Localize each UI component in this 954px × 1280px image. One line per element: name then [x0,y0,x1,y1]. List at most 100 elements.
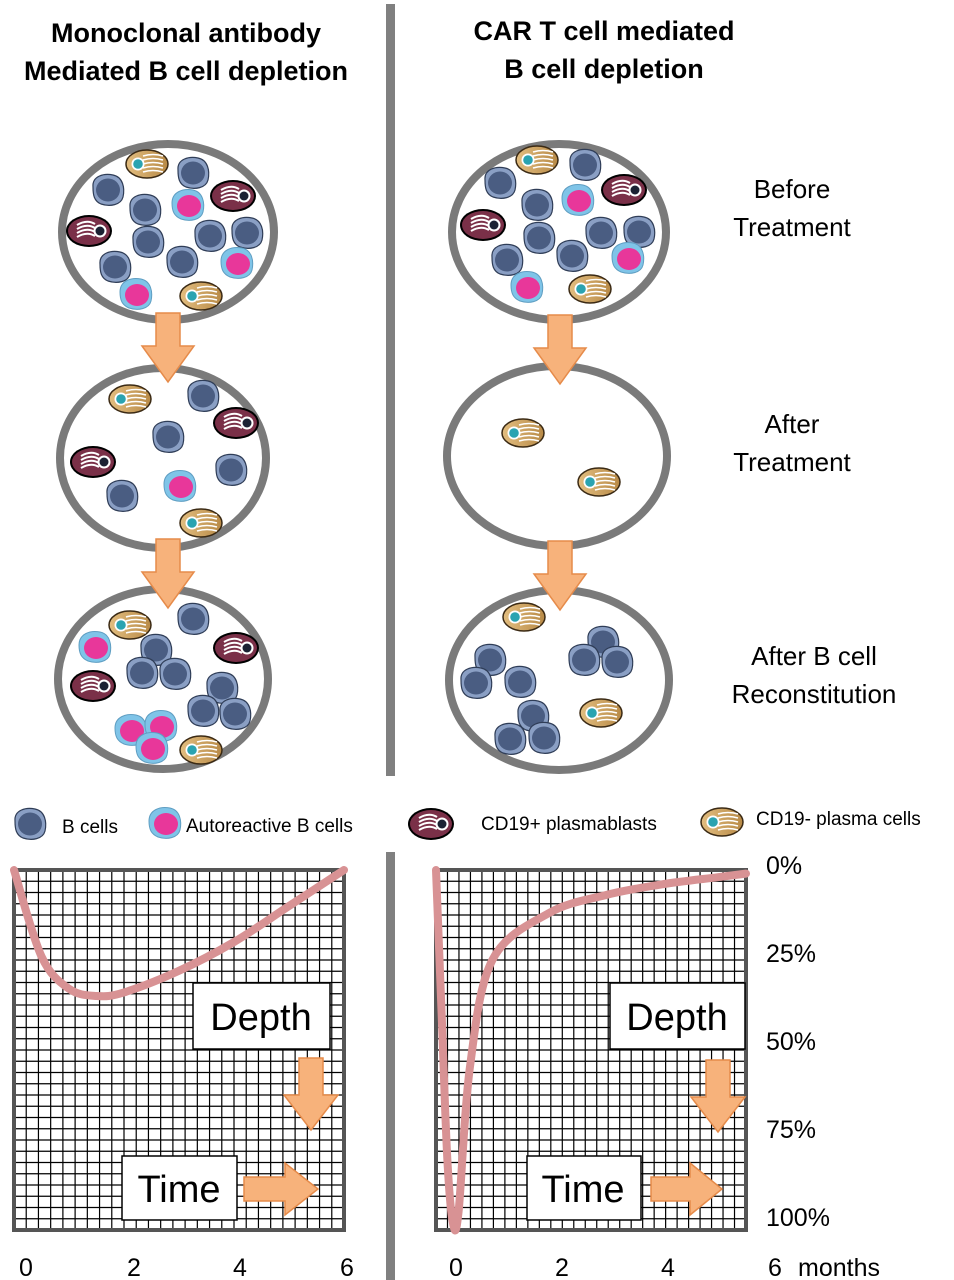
b-cell-icon [92,173,125,206]
x-tick-left: 2 [127,1254,141,1280]
y-tick: 50% [766,1028,816,1056]
b-cell-icon [231,216,264,249]
autoreactive-b-cell-icon [163,470,197,502]
x-axis-unit: months [798,1254,880,1280]
chart-right-labels: Depth Time [526,982,747,1221]
depth-label-box [192,982,331,1050]
time-label-box [121,1155,238,1221]
stage-label-before-line2: Treatment [733,212,851,242]
y-tick: 25% [766,940,816,968]
b-cell-icon [177,602,210,635]
b-cell-icon [129,193,162,226]
b-cell-icon [132,225,165,258]
x-tick-right: 6 [768,1254,782,1280]
b-cell-icon [14,807,47,840]
y-tick: 75% [766,1116,816,1144]
b-cell-icon [166,245,199,278]
b-cell-icon [187,379,220,412]
plasma-cell-icon [179,281,223,311]
arrow-down-icon [140,312,196,384]
b-cell-icon [215,453,248,486]
plasma-cell-icon [179,735,223,765]
autoreactive-b-cell-icon [78,631,112,663]
stage-label-after-line1: After [765,409,820,439]
time-label: Time [541,1169,624,1211]
b-cell-icon [569,148,602,181]
arrow-down-icon [140,538,196,610]
plasma-cell-icon [179,508,223,538]
plasma-cell-icon [568,274,612,304]
x-tick-left: 0 [19,1254,33,1280]
b-cell-icon [187,694,220,727]
depth-label: Depth [210,997,311,1039]
b-cell-icon [523,221,556,254]
plasma-cell-icon [108,610,152,640]
b-cell-icon [521,188,554,221]
time-label: Time [137,1169,220,1211]
b-cell-icon [177,156,210,189]
plasma-cell-icon [502,602,546,632]
cell-layer [66,145,656,765]
b-cell-icon [140,633,173,666]
b-cell-icon [568,643,601,676]
b-cell-icon [152,420,185,453]
right-compartment-after [443,362,671,550]
y-tick: 100% [766,1204,830,1232]
depth-label: Depth [626,997,727,1039]
arrow-down-icon [532,540,588,612]
b-cell-icon [585,216,618,249]
b-cell-icon [494,722,527,755]
left-header-line1: Monoclonal antibody [51,18,321,48]
plasma-cell-icon [108,384,152,414]
x-tick-right: 0 [449,1254,463,1280]
autoreactive-b-cell-icon [135,732,169,764]
b-cell-icon [491,243,524,276]
chart-left-labels: Depth Time [121,982,340,1221]
plasmablast-icon [70,670,116,702]
stage-label-before-line1: Before [754,174,831,204]
lower-divider [386,852,395,1280]
b-cell-icon [460,666,493,699]
b-cell-icon [623,215,656,248]
depletion-curve [10,866,348,1001]
b-cell-icon [484,166,517,199]
plasma-cell-icon [579,698,623,728]
legend-b-cells: B cells [62,817,118,838]
plasmablast-icon [213,632,259,664]
arrow-down-icon [282,1057,340,1132]
x-axis-ticks: 0 2 4 6 0 2 4 6 [19,1254,782,1280]
plot-frame [12,868,346,1232]
stage-label-after-line2: Treatment [733,447,851,477]
b-cell-icon [601,645,634,678]
plasma-cell-icon [515,145,559,175]
arrow-down-icon [689,1059,747,1134]
stage-label-after: After Treatment [733,409,851,477]
y-tick: 0% [766,852,802,880]
plot-frame [434,868,748,1232]
plasma-cell-icon [577,467,621,497]
left-header-line2: Mediated B cell depletion [24,56,348,86]
b-cell-icon [528,721,561,754]
stage-label-before: Before Treatment [733,174,851,242]
right-header-line2: B cell depletion [504,54,704,84]
x-tick-left: 4 [233,1254,247,1280]
b-cell-icon [159,657,192,690]
plasmablast-icon [70,446,116,478]
autoreactive-b-cell-icon [611,242,645,274]
autoreactive-b-cell-icon [171,189,205,221]
arrow-right-icon [650,1161,724,1217]
autoreactive-b-cell-icon [119,278,153,310]
center-divider [386,4,395,776]
autoreactive-b-cell-icon [148,807,182,839]
legend: B cells Autoreactive B cells CD19+ plasm… [14,807,921,840]
stage-label-reconstitution-line1: After B cell [751,641,877,671]
depletion-curve [432,866,750,1235]
plasmablast-icon [66,215,112,247]
b-cell-icon [99,250,132,283]
plasmablast-icon [408,808,454,840]
plasmablast-icon [210,180,256,212]
arrow-down-icon [532,314,588,386]
stage-label-reconstitution-line2: Reconstitution [732,679,897,709]
b-cell-icon [126,656,159,689]
